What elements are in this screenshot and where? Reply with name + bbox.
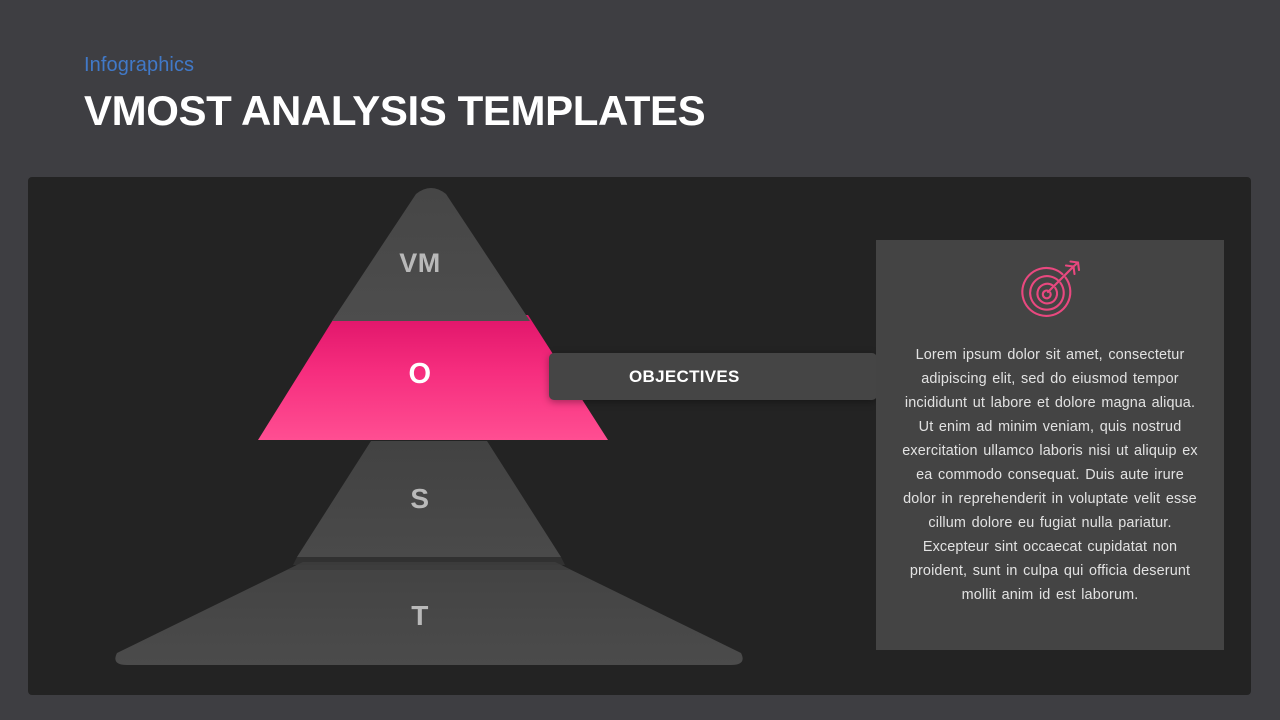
page-title: VMOST ANALYSIS TEMPLATES	[84, 87, 706, 134]
vmost-pyramid: VM O S T	[73, 177, 785, 672]
page-header: Infographics VMOST ANALYSIS TEMPLATES	[84, 52, 884, 138]
target-arrow-icon	[1014, 258, 1086, 326]
detail-panel-body: Lorem ipsum dolor sit amet, consectetur …	[902, 347, 1198, 603]
callout-bar-objectives[interactable]: OBJECTIVES	[549, 353, 877, 400]
pyramid-level-vision-mission[interactable]	[73, 177, 785, 672]
slide-canvas: VM O S T OBJECTIVES	[28, 177, 1251, 695]
pyramid-level-strategy[interactable]	[73, 177, 785, 672]
callout-label: OBJECTIVES	[629, 366, 740, 386]
detail-panel: Lorem ipsum dolor sit amet, consectetur …	[876, 240, 1224, 650]
eyebrow-label: Infographics	[84, 54, 195, 76]
pyramid-level-objectives[interactable]	[73, 177, 785, 672]
